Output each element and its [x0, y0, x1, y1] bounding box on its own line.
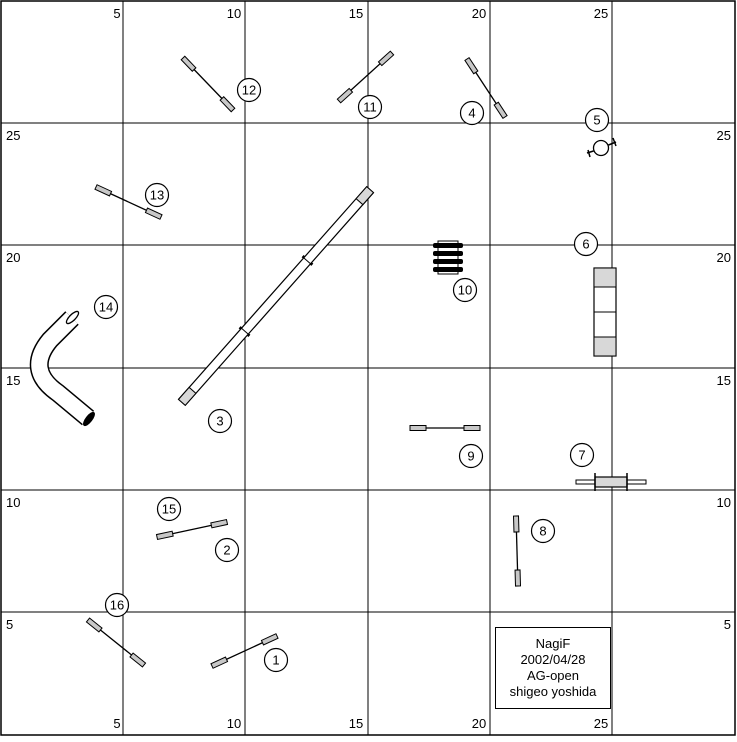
obstacle-number: 16 — [110, 598, 124, 613]
obstacle-number: 13 — [150, 188, 164, 203]
obstacle-number: 6 — [582, 237, 589, 252]
top-axis-label: 5 — [113, 6, 120, 21]
jump-obstacle — [210, 633, 279, 669]
right-axis-label: 5 — [724, 617, 731, 632]
obstacle-number-marker: 8 — [530, 518, 556, 544]
left-axis-label: 5 — [6, 617, 13, 632]
obstacle-number-marker: 16 — [104, 592, 130, 618]
obstacle-number-marker: 10 — [452, 277, 478, 303]
bottom-axis-label: 20 — [472, 716, 486, 731]
tire-obstacle — [586, 137, 617, 158]
obstacle-number: 9 — [467, 449, 474, 464]
obstacle-number-marker: 14 — [93, 294, 119, 320]
right-axis-label: 10 — [717, 495, 731, 510]
obstacle-number: 12 — [242, 83, 256, 98]
obstacle-number-marker: 2 — [214, 537, 240, 563]
jump-obstacle — [180, 55, 236, 113]
left-axis-label: 25 — [6, 128, 20, 143]
top-axis-label: 15 — [349, 6, 363, 21]
obstacle-number-marker: 15 — [156, 496, 182, 522]
obstacle-number: 3 — [216, 414, 223, 429]
right-axis-label: 15 — [717, 373, 731, 388]
obstacle-number-marker: 9 — [458, 443, 484, 469]
top-axis-label: 10 — [227, 6, 241, 21]
obstacle-number: 15 — [162, 502, 176, 517]
obstacle-number: 7 — [578, 448, 585, 463]
a-frame-obstacle — [593, 267, 617, 357]
table-obstacle — [433, 240, 463, 275]
left-axis-label: 20 — [6, 250, 20, 265]
obstacle-number: 14 — [99, 300, 113, 315]
course-date: 2002/04/28 — [520, 652, 586, 667]
obstacle-number: 2 — [223, 543, 230, 558]
left-axis-label: 15 — [6, 373, 20, 388]
obstacle-number-marker: 3 — [207, 408, 233, 434]
designer-name: shigeo yoshida — [509, 684, 597, 699]
obstacle-number: 4 — [468, 106, 475, 121]
jump-obstacle — [464, 56, 508, 120]
bottom-axis-label: 15 — [349, 716, 363, 731]
right-axis-label: 20 — [717, 250, 731, 265]
obstacle-number-marker: 7 — [569, 442, 595, 468]
bottom-axis-label: 25 — [594, 716, 608, 731]
tunnel-obstacle — [29, 310, 95, 427]
jump-obstacle — [336, 50, 395, 104]
obstacle-number-marker: 6 — [573, 231, 599, 257]
course-class: AG-open — [526, 668, 580, 683]
bottom-axis-label: 10 — [227, 716, 241, 731]
obstacle-number: 5 — [593, 113, 600, 128]
obstacle-number-marker: 11 — [357, 94, 383, 120]
jump-obstacle — [94, 184, 163, 220]
jump-obstacle — [512, 515, 522, 587]
obstacle-number-marker: 5 — [584, 107, 610, 133]
obstacle-number-marker: 13 — [144, 182, 170, 208]
obstacle-number-marker: 12 — [236, 77, 262, 103]
bottom-axis-label: 5 — [113, 716, 120, 731]
wall-jump-obstacle — [575, 473, 647, 491]
obstacle-number-marker: 4 — [459, 100, 485, 126]
obstacle-number-marker: 1 — [263, 647, 289, 673]
course-info-box: NagiF 2002/04/28 AG-open shigeo yoshida — [495, 627, 611, 709]
obstacle-number: 11 — [363, 100, 377, 115]
judge-name: NagiF — [535, 636, 571, 651]
top-axis-label: 25 — [594, 6, 608, 21]
jump-obstacle — [409, 425, 481, 431]
left-axis-label: 10 — [6, 495, 20, 510]
top-axis-label: 20 — [472, 6, 486, 21]
right-axis-label: 25 — [717, 128, 731, 143]
obstacle-number: 10 — [458, 283, 472, 298]
obstacle-number: 1 — [272, 653, 279, 668]
jump-obstacle — [155, 518, 229, 541]
jump-group — [85, 50, 522, 669]
dog-walk-obstacle — [177, 185, 375, 407]
jump-obstacle — [85, 617, 147, 668]
obstacle-number: 8 — [539, 524, 546, 539]
